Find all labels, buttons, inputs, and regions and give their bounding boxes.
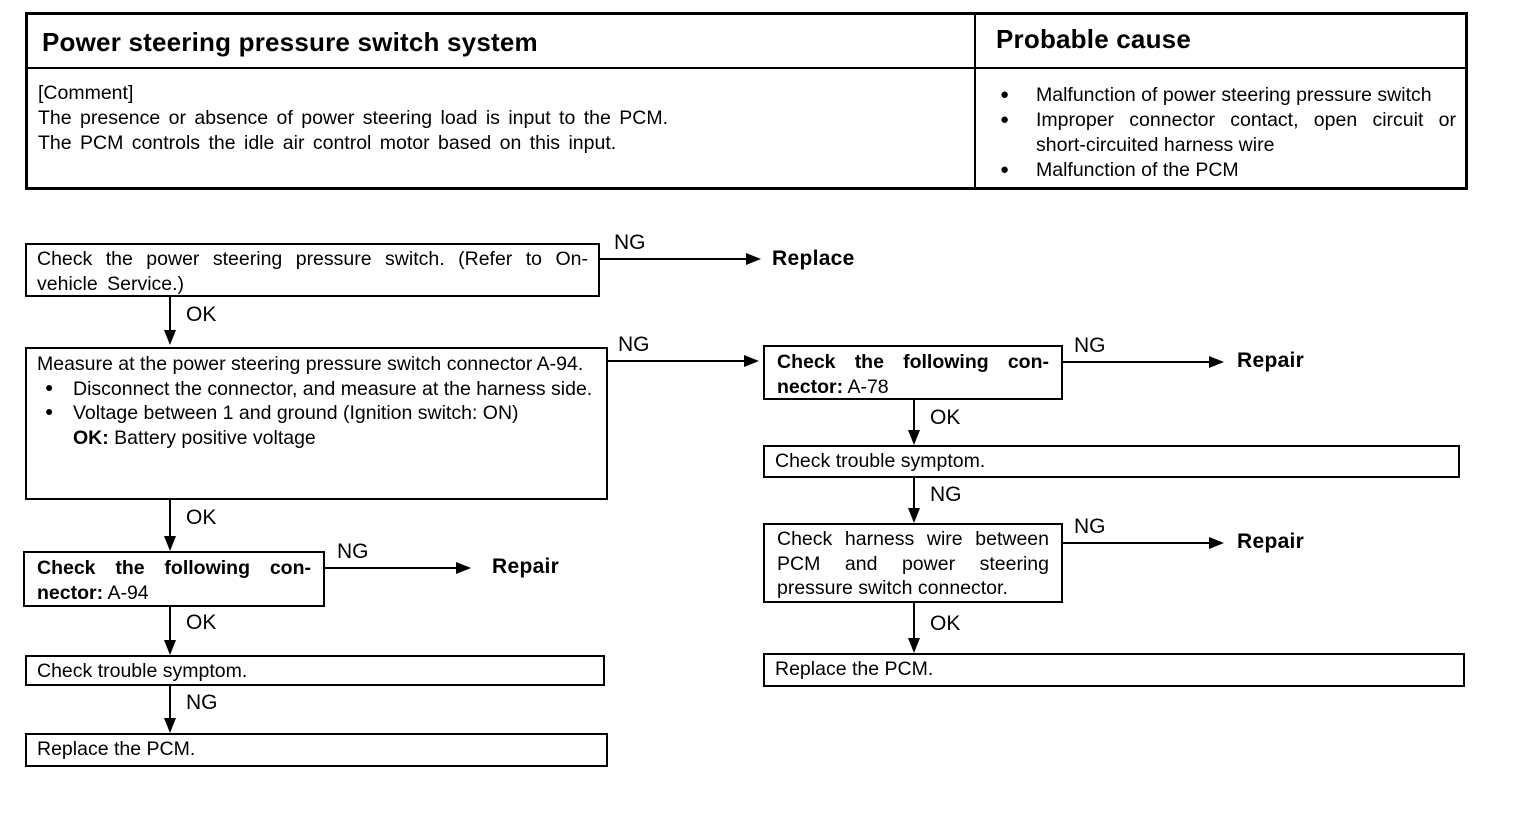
ok-line-box2 (169, 500, 171, 537)
arrow-down-icon (164, 536, 176, 551)
repair-label: Repair (492, 555, 560, 578)
ng-line-box7 (325, 567, 456, 569)
measure-title: Measure at the power steering pressure s… (37, 353, 584, 375)
check-connector-a94-box: Check the following con- nector: A-94 (23, 551, 325, 607)
ok-label: OK (930, 612, 961, 635)
repair-label: Repair (1237, 530, 1305, 553)
ng-label: NG (618, 333, 650, 356)
ng-line-box1 (600, 258, 746, 260)
arrow-down-icon (908, 638, 920, 653)
cause-item: Malfunction of power steering pressure s… (994, 82, 1456, 108)
probable-cause-title: Probable cause (996, 24, 1191, 54)
measure-connector-box: Measure at the power steering pressure s… (25, 347, 608, 500)
check-harness-wire-box: Check harness wire between PCM and power… (763, 523, 1063, 603)
ok-line-box3 (913, 400, 915, 431)
cause-item: Improper connector contact, open circuit… (994, 107, 1456, 158)
header-table: Power steering pressure switch system Pr… (25, 12, 1468, 190)
replace-pcm-right-box: Replace the PCM. (763, 653, 1465, 687)
connector-a78-line2-bold: nector: (777, 375, 844, 398)
cause-item: Malfunction of the PCM (994, 157, 1456, 183)
ng-label: NG (930, 483, 962, 506)
check-connector-a78-box: Check the following con- nector: A-78 (763, 345, 1063, 400)
measure-bullet: Disconnect the connector, and measure at… (37, 375, 596, 402)
arrow-right-icon (1209, 537, 1224, 549)
table-row-divider (28, 67, 1465, 69)
ok-label: OK (930, 406, 961, 429)
ok-label: OK (186, 611, 217, 634)
ng-label: NG (1074, 334, 1106, 357)
connector-a78-line1: Check the following con- (777, 351, 1049, 373)
arrow-right-icon (744, 355, 759, 367)
replace-pcm-left-box: Replace the PCM. (25, 733, 608, 767)
ok-result-label: OK: (73, 426, 109, 449)
arrow-down-icon (908, 430, 920, 445)
connector-a94-value: A-94 (107, 581, 149, 604)
system-title: Power steering pressure switch system (42, 27, 538, 57)
probable-cause-list: Malfunction of power steering pressure s… (994, 82, 1456, 183)
ng-label: NG (614, 231, 646, 254)
ng-line-box8 (169, 686, 171, 719)
check-trouble-symptom-right-box: Check trouble symptom. (763, 445, 1460, 478)
ng-label: NG (1074, 515, 1106, 538)
arrow-down-icon (164, 640, 176, 655)
arrow-down-icon (908, 508, 920, 523)
ok-result-value: Battery positive voltage (114, 426, 316, 449)
ng-label: NG (186, 691, 218, 714)
ng-line-box4 (913, 478, 915, 509)
ng-line-box3 (1063, 361, 1209, 363)
connector-a94-line2-bold: nector: (37, 581, 104, 604)
connector-a78-value: A-78 (847, 375, 889, 398)
comment-tag: [Comment] (38, 82, 134, 104)
arrow-down-icon (164, 330, 176, 345)
table-column-divider (974, 15, 976, 187)
arrow-right-icon (456, 562, 471, 574)
ng-line-box5 (1063, 542, 1209, 544)
ok-label: OK (186, 506, 217, 529)
measure-bullet: Voltage between 1 and ground (Ignition s… (37, 399, 596, 450)
ok-line-box5 (913, 603, 915, 639)
check-switch-box: Check the power steering pressure switch… (25, 243, 600, 297)
comment-line: The PCM controls the idle air control mo… (38, 132, 617, 154)
ok-line-box1 (169, 297, 171, 331)
repair-label: Repair (1237, 349, 1305, 372)
arrow-right-icon (746, 253, 761, 265)
replace-label: Replace (772, 247, 855, 270)
comment-line: The presence or absence of power steerin… (38, 107, 668, 129)
arrow-down-icon (164, 718, 176, 733)
ng-line-box2 (606, 360, 744, 362)
measure-bullet-text: Voltage between 1 and ground (Ignition s… (73, 402, 519, 424)
ok-label: OK (186, 303, 217, 326)
ng-label: NG (337, 540, 369, 563)
ok-line-box7 (169, 607, 171, 641)
check-trouble-symptom-left-box: Check trouble symptom. (25, 655, 605, 686)
connector-a94-line1: Check the following con- (37, 557, 311, 579)
arrow-right-icon (1209, 356, 1224, 368)
